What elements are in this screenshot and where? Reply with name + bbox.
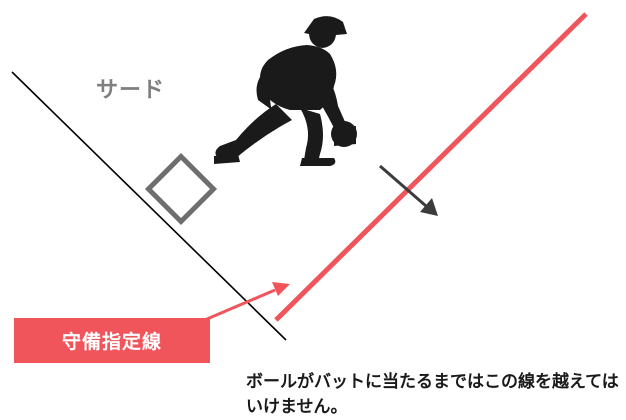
fielder-crouching-silhouette-icon: [214, 16, 357, 166]
defense-line-label: 守備指定線: [14, 318, 210, 363]
foul-line: [11, 71, 287, 341]
arrow-down-right-icon: [420, 198, 438, 216]
defense-line-pointer-head: [272, 282, 290, 296]
defense-line: [274, 12, 588, 322]
move-arrow-shaft: [379, 164, 427, 208]
rule-caption: ボールがバットに当たるまではこの線を越えてはいけません。: [246, 372, 619, 417]
third-base-icon: [144, 152, 218, 226]
third-base-label: サード: [96, 78, 166, 103]
defense-line-pointer: [199, 288, 276, 324]
